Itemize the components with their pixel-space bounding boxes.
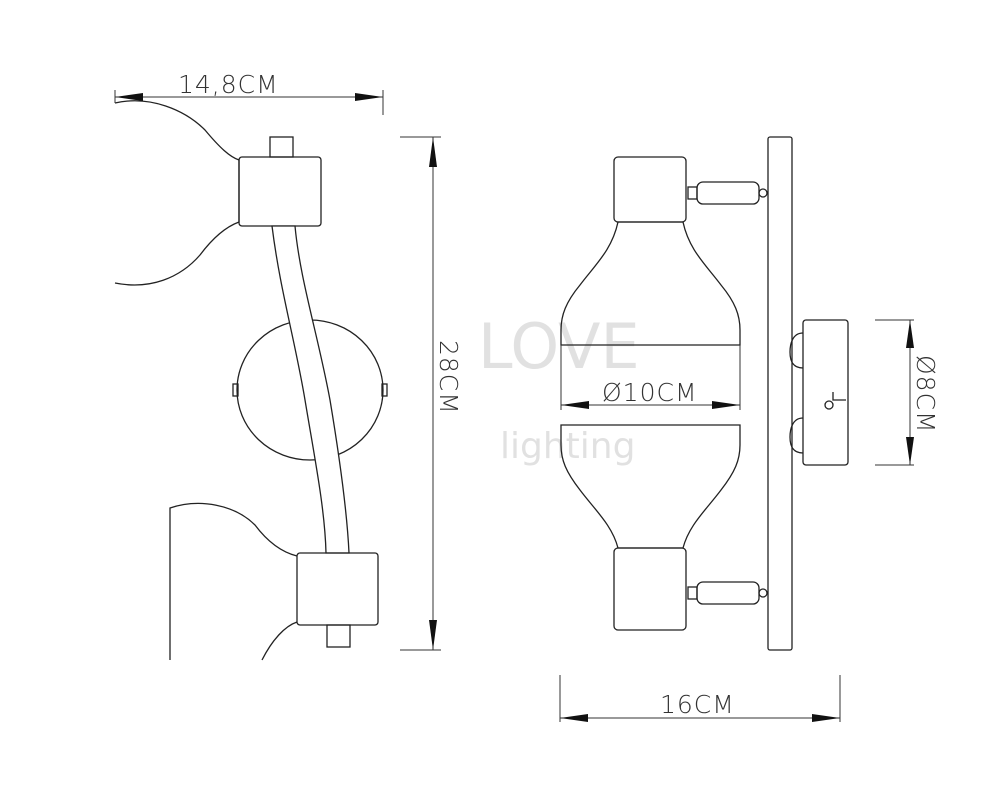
front-view bbox=[114, 100, 388, 661]
ground-symbol bbox=[824, 400, 834, 410]
plate-bump-bottom bbox=[789, 417, 804, 454]
depth-dimension: 16CM bbox=[559, 675, 841, 722]
top-arm bbox=[696, 181, 760, 205]
bottom-shade-lower-edge bbox=[261, 621, 298, 661]
bottom-arm-screw bbox=[758, 588, 768, 598]
bottom-socket bbox=[296, 552, 379, 626]
top-arm-joint bbox=[687, 186, 698, 200]
arm bbox=[271, 225, 350, 554]
side-view bbox=[560, 136, 849, 651]
top-socket-side bbox=[613, 156, 687, 223]
top-shade bbox=[114, 100, 240, 286]
shade-diameter-dimension: Ø10CM bbox=[560, 345, 741, 410]
bottom-pin bbox=[326, 624, 351, 648]
base-diameter-label: Ø8CM bbox=[911, 355, 940, 434]
plate-bump-top bbox=[789, 332, 804, 369]
bottom-arm bbox=[696, 581, 760, 605]
mounting-bar bbox=[767, 136, 793, 651]
height-label: 28CM bbox=[434, 340, 463, 415]
shade-diameter-label: Ø10CM bbox=[602, 378, 698, 407]
ground-wire bbox=[832, 392, 846, 401]
base-screw-right bbox=[381, 383, 388, 397]
base-screw-left bbox=[232, 383, 239, 397]
width-label: 14,8CM bbox=[178, 70, 279, 99]
top-socket bbox=[238, 156, 322, 227]
base-diameter-dimension: Ø8CM bbox=[875, 319, 940, 466]
watermark-lighting: lighting bbox=[500, 426, 635, 467]
depth-label: 16CM bbox=[660, 690, 735, 719]
watermark-logo: LOVE lighting bbox=[478, 310, 640, 467]
top-pin bbox=[269, 136, 294, 158]
bottom-arm-joint bbox=[687, 586, 698, 600]
width-dimension: 14,8CM bbox=[114, 70, 384, 115]
wall-plate bbox=[802, 319, 849, 466]
watermark-love: LOVE bbox=[478, 310, 640, 383]
bottom-shade bbox=[169, 502, 298, 660]
bottom-socket-side bbox=[613, 547, 687, 631]
height-dimension: 28CM bbox=[400, 136, 463, 651]
top-arm-screw bbox=[758, 188, 768, 198]
